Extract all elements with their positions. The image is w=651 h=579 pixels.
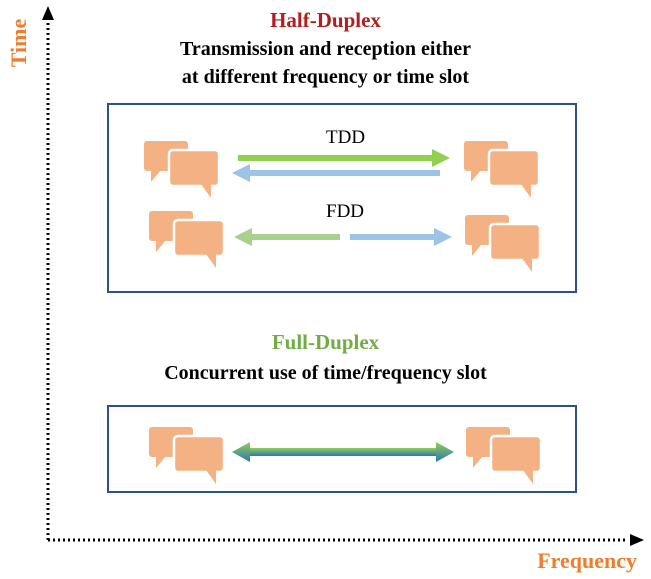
x-axis-arrowhead: [630, 534, 644, 546]
full-duplex-subtitle: Concurrent use of time/frequency slot: [164, 362, 487, 384]
fdd-label: FDD: [326, 201, 365, 222]
half-duplex-title: Half-Duplex: [270, 8, 381, 32]
full-duplex-arrow: [232, 442, 454, 462]
y-axis-arrowhead: [42, 6, 54, 20]
tdd-backward-arrow: [232, 164, 440, 182]
fdd-left-arrow: [234, 228, 340, 246]
full-duplex-box: [107, 405, 577, 493]
full-duplex-title: Full-Duplex: [271, 330, 380, 354]
half-duplex-box: [107, 103, 577, 293]
tdd-forward-arrow: [238, 149, 450, 167]
frequency-label: Frequency: [537, 548, 637, 573]
half-duplex-subtitle-line1: Transmission and reception either: [180, 38, 471, 60]
half-duplex-subtitle-line2: at different frequency or time slot: [181, 66, 470, 88]
fdd-right-arrow: [350, 228, 452, 246]
tdd-label: TDD: [326, 127, 366, 148]
